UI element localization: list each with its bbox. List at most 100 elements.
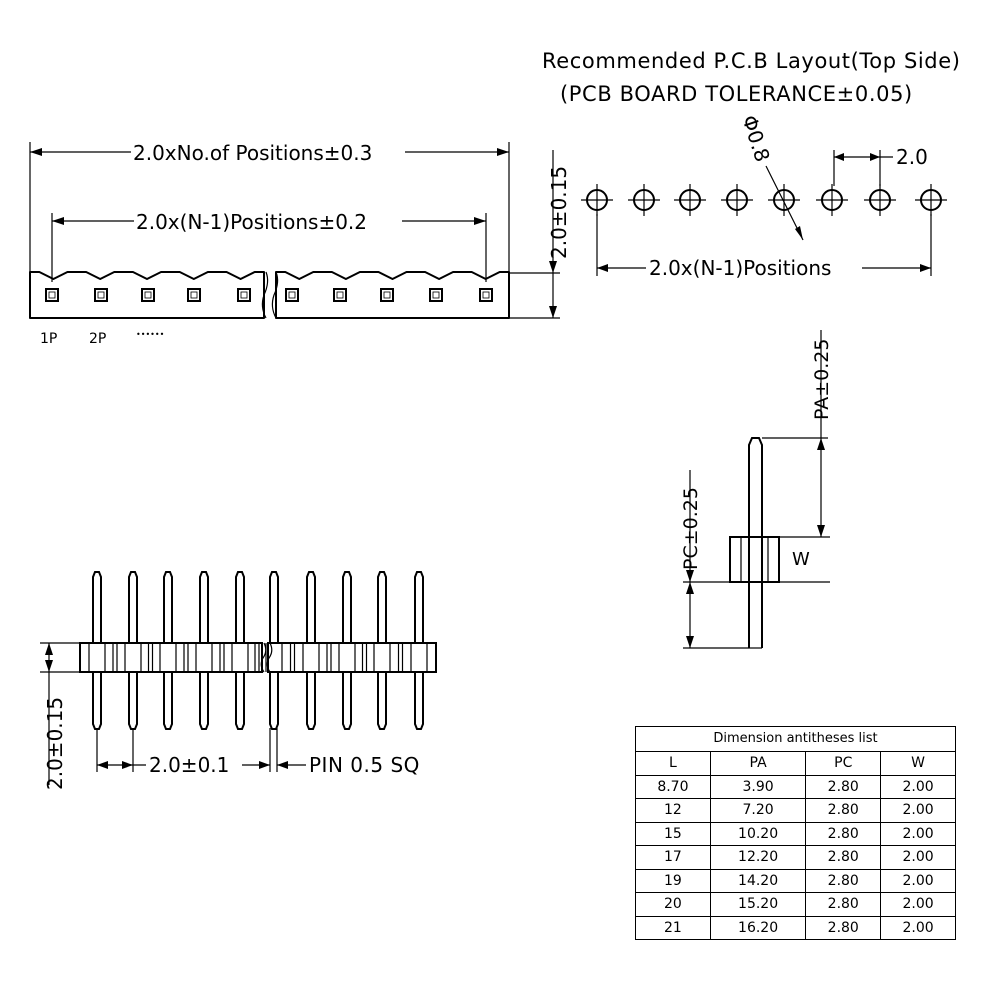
cell-w: 2.00 bbox=[880, 774, 956, 799]
pin-pad-inner bbox=[48, 291, 56, 299]
cell-pc: 2.80 bbox=[805, 845, 882, 870]
front-pin bbox=[128, 672, 138, 730]
front-pin bbox=[269, 571, 279, 643]
pcb-layout-title: Recommended P.C.B Layout(Top Side) bbox=[542, 49, 961, 73]
pcb-tolerance-note: (PCB BOARD TOLERANCE±0.05) bbox=[560, 82, 913, 106]
table-row: 15 10.20 2.80 2.00 bbox=[635, 821, 956, 846]
front-pin bbox=[235, 571, 245, 643]
pin-pad bbox=[285, 288, 299, 302]
pin-pad bbox=[380, 288, 394, 302]
hole-diameter-label: Φ0.8 bbox=[737, 112, 775, 165]
side-view: W PA±0.25 PC±0.25 bbox=[680, 330, 833, 649]
front-pin bbox=[199, 571, 209, 643]
front-pin bbox=[235, 672, 245, 730]
pcb-pitch-label: 2.0 bbox=[896, 145, 928, 169]
cell-pa: 12.20 bbox=[709, 845, 807, 870]
overall-length-label: 2.0xNo.of Positions±0.3 bbox=[133, 141, 372, 165]
cell-pa: 14.20 bbox=[709, 868, 807, 893]
pin-pad-inner bbox=[240, 291, 248, 299]
pcb-holes bbox=[581, 184, 947, 216]
break-mark bbox=[260, 642, 267, 673]
front-pin bbox=[377, 571, 387, 643]
front-view: 2.0±0.15 2.0±0.1 PIN 0.5 SQ bbox=[40, 571, 437, 790]
pin-pad bbox=[94, 288, 108, 302]
cell-pc: 2.80 bbox=[805, 915, 882, 940]
cell-w: 2.00 bbox=[880, 868, 956, 893]
housing-segment bbox=[275, 271, 510, 319]
cell-pa: 16.20 bbox=[709, 915, 807, 940]
front-housing bbox=[79, 642, 437, 673]
cell-pa: 3.90 bbox=[709, 774, 807, 799]
front-pin bbox=[163, 571, 173, 643]
pcb-span-label: 2.0x(N-1)Positions bbox=[649, 256, 831, 280]
cell-l: 12 bbox=[635, 798, 711, 823]
front-pin bbox=[414, 672, 424, 730]
pa-label: PA±0.25 bbox=[811, 339, 833, 420]
table-row: 8.70 3.90 2.80 2.00 bbox=[635, 774, 956, 799]
front-pin bbox=[306, 571, 316, 643]
table-row: 12 7.20 2.80 2.00 bbox=[635, 798, 956, 823]
table-header-row: L PA PC W bbox=[635, 751, 956, 776]
cell-w: 2.00 bbox=[880, 821, 956, 846]
pin-span-label: 2.0x(N-1)Positions±0.2 bbox=[136, 210, 367, 234]
cell-w: 2.00 bbox=[880, 845, 956, 870]
front-pin bbox=[128, 571, 138, 643]
front-pin bbox=[414, 571, 424, 643]
pin-pad bbox=[429, 288, 443, 302]
front-height-label: 2.0±0.15 bbox=[43, 697, 67, 790]
table-row: 21 16.20 2.80 2.00 bbox=[635, 915, 956, 940]
w-label: W bbox=[792, 549, 810, 570]
pin-pad bbox=[141, 288, 155, 302]
front-pin bbox=[342, 672, 352, 730]
front-pin bbox=[92, 672, 102, 730]
break-mark bbox=[271, 271, 279, 319]
housing-pads bbox=[45, 288, 493, 302]
cell-pc: 2.80 bbox=[805, 774, 882, 799]
front-pin bbox=[377, 672, 387, 730]
pin-pad-inner bbox=[288, 291, 296, 299]
pin-pad bbox=[479, 288, 493, 302]
front-pin bbox=[199, 672, 209, 730]
pin-pad-inner bbox=[432, 291, 440, 299]
break-mark bbox=[261, 271, 269, 319]
top-view: 2.0xNo.of Positions±0.3 2.0x(N-1)Positio… bbox=[29, 141, 571, 347]
front-pin bbox=[92, 571, 102, 643]
housing-body bbox=[267, 642, 437, 673]
cell-pa: 15.20 bbox=[709, 892, 807, 917]
front-pitch-label: 2.0±0.1 bbox=[149, 753, 229, 777]
header-w: W bbox=[880, 751, 956, 776]
front-pin bbox=[342, 571, 352, 643]
cell-pa: 7.20 bbox=[709, 798, 807, 823]
break-mark bbox=[266, 642, 273, 673]
pin-ellipsis: •••••• bbox=[136, 330, 164, 339]
pin-pad bbox=[45, 288, 59, 302]
cell-pc: 2.80 bbox=[805, 798, 882, 823]
table-row: 20 15.20 2.80 2.00 bbox=[635, 892, 956, 917]
cell-l: 15 bbox=[635, 821, 711, 846]
pcb-layout: Recommended P.C.B Layout(Top Side) (PCB … bbox=[542, 49, 961, 280]
pin-pad-inner bbox=[336, 291, 344, 299]
pin-pad-inner bbox=[97, 291, 105, 299]
pin-pad bbox=[237, 288, 251, 302]
front-pin bbox=[163, 672, 173, 730]
cell-l: 19 bbox=[635, 868, 711, 893]
pin-size-label: PIN 0.5 SQ bbox=[309, 753, 420, 777]
pin1-label: 1P bbox=[40, 331, 57, 347]
pin2-label: 2P bbox=[89, 331, 106, 347]
cell-pa: 10.20 bbox=[709, 821, 807, 846]
table-row: 17 12.20 2.80 2.00 bbox=[635, 845, 956, 870]
pin-pad-inner bbox=[190, 291, 198, 299]
pin-pad-inner bbox=[144, 291, 152, 299]
cell-pc: 2.80 bbox=[805, 868, 882, 893]
table-title: Dimension antitheses list bbox=[635, 726, 956, 751]
top-height-label: 2.0±0.15 bbox=[547, 166, 571, 259]
pin-pad bbox=[333, 288, 347, 302]
header-pc: PC bbox=[805, 751, 882, 776]
cell-w: 2.00 bbox=[880, 915, 956, 940]
front-pins bbox=[92, 571, 424, 730]
pc-label: PC±0.25 bbox=[680, 487, 702, 570]
cell-l: 20 bbox=[635, 892, 711, 917]
table-row: 19 14.20 2.80 2.00 bbox=[635, 868, 956, 893]
housing-body bbox=[79, 642, 263, 673]
